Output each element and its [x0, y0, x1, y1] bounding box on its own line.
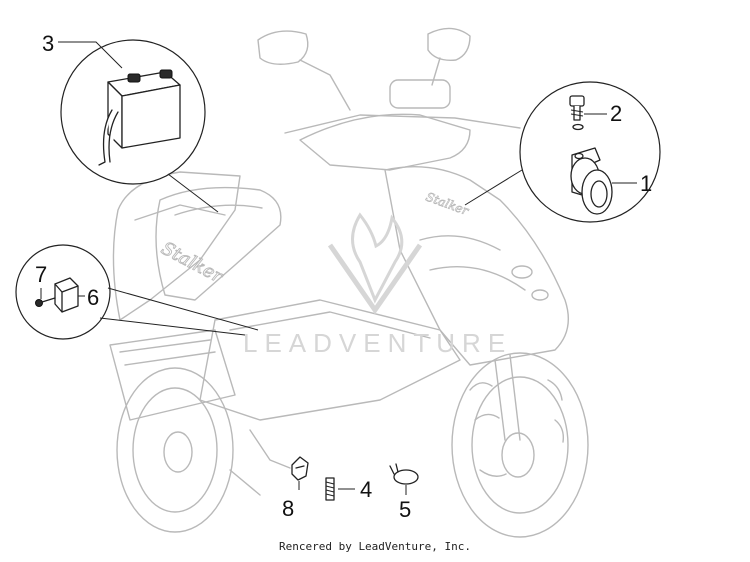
relay-callout-bubble [15, 244, 259, 340]
hose-clamp-part[interactable] [389, 463, 419, 495]
relay-screw-part[interactable] [35, 288, 56, 307]
battery-part[interactable] [98, 69, 181, 166]
horn-part[interactable] [570, 147, 613, 215]
relay-part[interactable] [54, 277, 85, 313]
horn-callout-bubble [464, 81, 661, 223]
front-decal: Stalker [424, 190, 471, 219]
render-credit: Rencered by LeadVenture, Inc. [278, 540, 472, 553]
side-decal: Stalker [158, 238, 228, 288]
flame-logo-icon [351, 212, 404, 304]
callout-3: 3 [42, 31, 54, 56]
leadventure-watermark: LEADVENTURE [243, 212, 512, 358]
callout-6: 6 [87, 285, 99, 310]
callout-5: 5 [399, 497, 411, 522]
callout-7: 7 [35, 262, 47, 287]
watermark-text: LEADVENTURE [243, 328, 512, 358]
spring-part[interactable] [325, 477, 355, 501]
callout-4: 4 [360, 477, 372, 502]
horn-screw-part[interactable] [569, 95, 607, 131]
callout-1: 1 [640, 171, 652, 196]
callout-2: 2 [610, 101, 622, 126]
clip-part[interactable] [291, 456, 309, 490]
callout-8: 8 [282, 496, 294, 521]
